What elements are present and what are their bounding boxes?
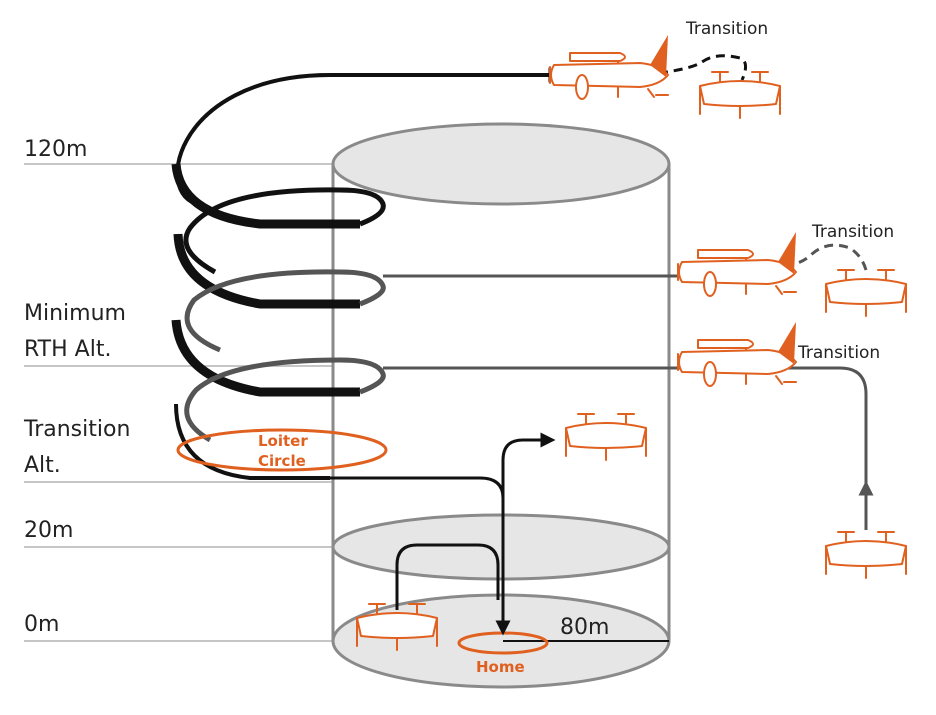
multicopter-icon bbox=[565, 413, 647, 461]
short-return-path bbox=[395, 543, 500, 610]
loiter-label-line1: Loiter bbox=[258, 432, 308, 450]
label-min-rth-line1: Minimum bbox=[24, 301, 126, 326]
label-20m: 20m bbox=[24, 518, 73, 543]
loiter-circle bbox=[176, 428, 388, 472]
spiral-loop-3 bbox=[171, 319, 360, 397]
transition-label-middle: Transition bbox=[811, 222, 894, 242]
transition-label-top: Transition bbox=[685, 19, 768, 39]
transition-dash-top bbox=[643, 54, 747, 81]
label-0m: 0m bbox=[24, 612, 59, 637]
disc-20m bbox=[331, 513, 671, 581]
transition-label-lower: Transition bbox=[797, 343, 880, 363]
radius-label: 80m bbox=[560, 615, 609, 640]
multicopter-icon bbox=[825, 531, 907, 579]
fixed-wing-plane-icon bbox=[549, 34, 669, 100]
disc-120m bbox=[331, 122, 671, 206]
home-label: Home bbox=[476, 658, 525, 676]
multicopter-icon bbox=[699, 71, 781, 119]
takeoff-climb-path bbox=[501, 432, 556, 500]
label-transition-line2: Alt. bbox=[24, 453, 61, 478]
transition-dash-middle bbox=[769, 243, 868, 272]
descent-spiral bbox=[171, 73, 576, 480]
spiral-loop-2 bbox=[173, 233, 360, 309]
label-transition-line1: Transition bbox=[23, 417, 130, 442]
label-120m: 120m bbox=[24, 137, 87, 162]
altitude-labels: 120m Minimum RTH Alt. Transition Alt. 20… bbox=[23, 137, 130, 637]
spiral-loop-4 bbox=[174, 403, 330, 480]
multicopter-icon bbox=[825, 269, 907, 317]
fixed-wing-plane-icon bbox=[677, 321, 797, 387]
loiter-label-line2: Circle bbox=[258, 452, 306, 470]
lower-return-path bbox=[383, 366, 868, 530]
label-min-rth-line2: RTH Alt. bbox=[24, 337, 111, 362]
fixed-wing-plane-icon bbox=[677, 231, 797, 297]
